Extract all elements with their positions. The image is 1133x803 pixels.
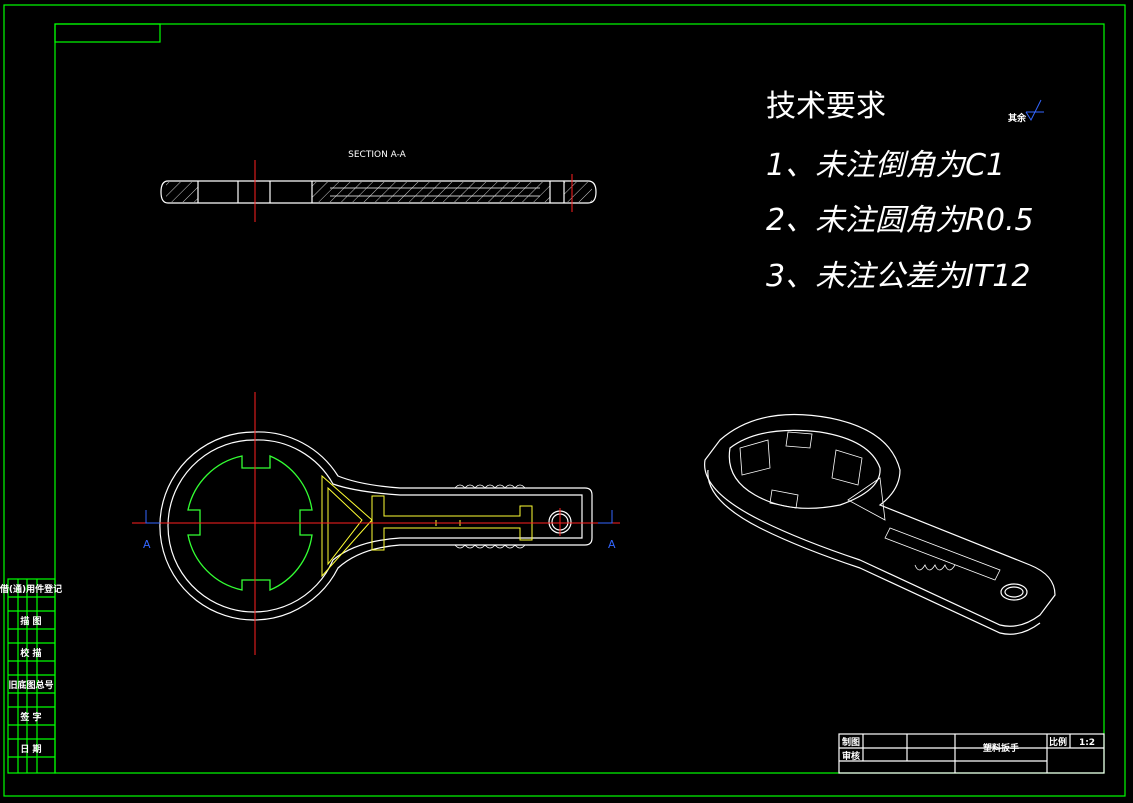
part-name: 塑料扳手 <box>983 742 1019 754</box>
tech-req-title: 技术要求 <box>766 89 886 124</box>
section-mark-right: A <box>608 538 616 551</box>
tech-req-item-2: 2、未注圆角为R0.5 <box>766 203 1034 238</box>
title-block: 制图 审核 塑料扳手 比例 1:2 <box>838 733 1105 774</box>
section-label: SECTION A-A <box>348 150 407 160</box>
title-drawn-label: 制图 <box>842 736 860 748</box>
side-row-old-number: 旧底图总号 <box>8 679 53 691</box>
isometric-view <box>704 413 1056 635</box>
side-row-check: 校 描 <box>20 647 41 659</box>
roughness-note: 其余 <box>1008 112 1027 124</box>
section-view: SECTION A-A <box>160 150 597 222</box>
title-checked-label: 审核 <box>842 750 860 762</box>
side-row-signature: 签 字 <box>19 711 41 723</box>
tech-req-item-3: 3、未注公差为IT12 <box>766 259 1030 294</box>
front-view: A A <box>132 392 620 655</box>
section-mark-left: A <box>143 538 151 551</box>
tech-req-item-1: 1、未注倒角为C1 <box>766 148 1005 183</box>
side-row-date: 日 期 <box>20 743 41 755</box>
side-row-register: 借(通)用件登记 <box>0 583 62 595</box>
roughness-symbol: 其余 <box>1008 99 1044 124</box>
scale-label: 比例 <box>1049 736 1067 748</box>
drawing-frame <box>3 4 1126 797</box>
side-table: 借(通)用件登记 描 图 校 描 旧底图总号 签 字 日 期 <box>0 578 62 774</box>
side-row-tracing: 描 图 <box>20 615 41 627</box>
tech-requirements: 技术要求 1、未注倒角为C1 2、未注圆角为R0.5 3、未注公差为IT12 <box>766 89 1034 294</box>
scale-value: 1:2 <box>1079 738 1095 748</box>
